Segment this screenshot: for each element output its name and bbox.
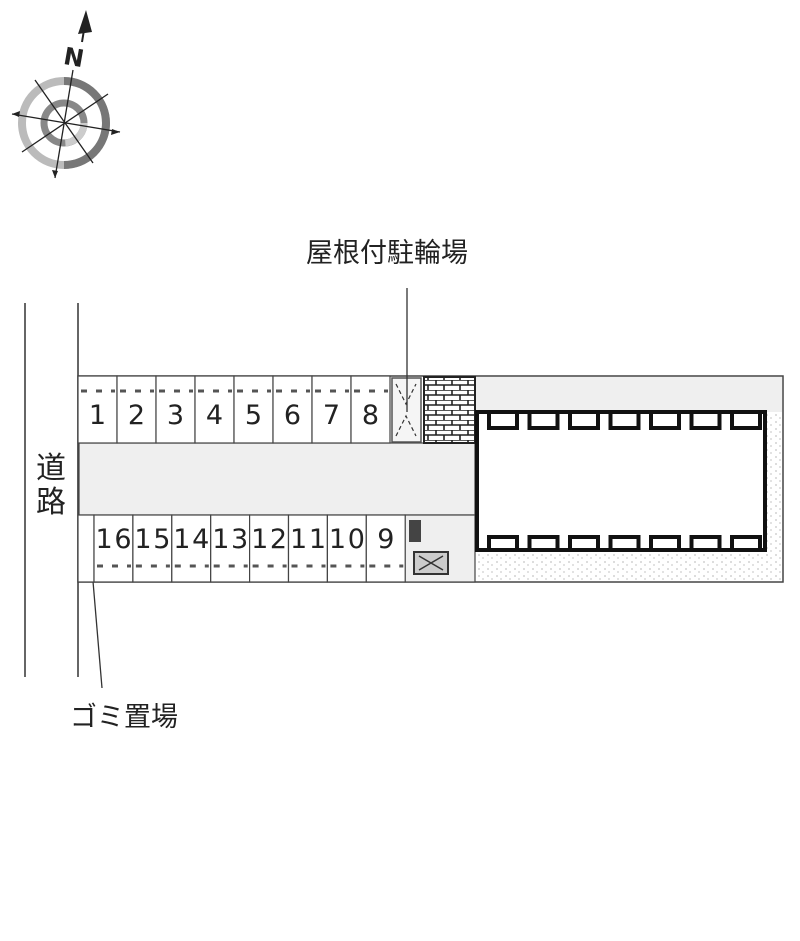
top-walkway (475, 377, 782, 412)
north-label: N (61, 42, 86, 73)
compass-icon: N (11, 10, 121, 179)
garbage-area-label: ゴミ置場 (70, 702, 178, 733)
parking-space-number: 7 (323, 400, 340, 431)
parking-space-number: 9 (377, 524, 394, 555)
parking-space-number: 11 (290, 524, 326, 555)
parking-space (132, 514, 173, 583)
parking-space (249, 514, 290, 583)
parking-space (311, 375, 352, 444)
brick-wall (423, 376, 476, 444)
parking-space (350, 375, 391, 444)
parking-space-number: 2 (128, 400, 145, 431)
parking-space-number: 10 (329, 524, 365, 555)
meter-icon (409, 520, 421, 542)
parking-space (365, 514, 406, 583)
road-label-1: 道 (36, 451, 66, 486)
parking-space-number: 3 (167, 400, 184, 431)
parking-space (77, 375, 118, 444)
apartment-building (475, 410, 767, 552)
parking-space-number: 15 (134, 524, 170, 555)
parking-space-number: 8 (362, 400, 379, 431)
parking-space-number: 14 (173, 524, 209, 555)
parking-space (194, 375, 235, 444)
parking-space-number: 16 (96, 524, 132, 555)
parking-space-number: 6 (284, 400, 301, 431)
parking-space (272, 375, 313, 444)
parking-space (116, 375, 157, 444)
road-label-2: 路 (36, 485, 66, 520)
parking-aisle (78, 442, 476, 516)
parking-space-number: 12 (251, 524, 287, 555)
parking-space (287, 514, 329, 583)
parking-space (326, 514, 367, 583)
bicycle-parking-label: 屋根付駐輪場 (306, 238, 468, 269)
parking-space (93, 514, 134, 583)
parking-space-number: 5 (245, 400, 262, 431)
parking-space-number: 13 (212, 524, 248, 555)
parking-space (210, 514, 251, 583)
parking-space-number: 1 (89, 400, 106, 431)
parking-space-number: 4 (206, 400, 223, 431)
